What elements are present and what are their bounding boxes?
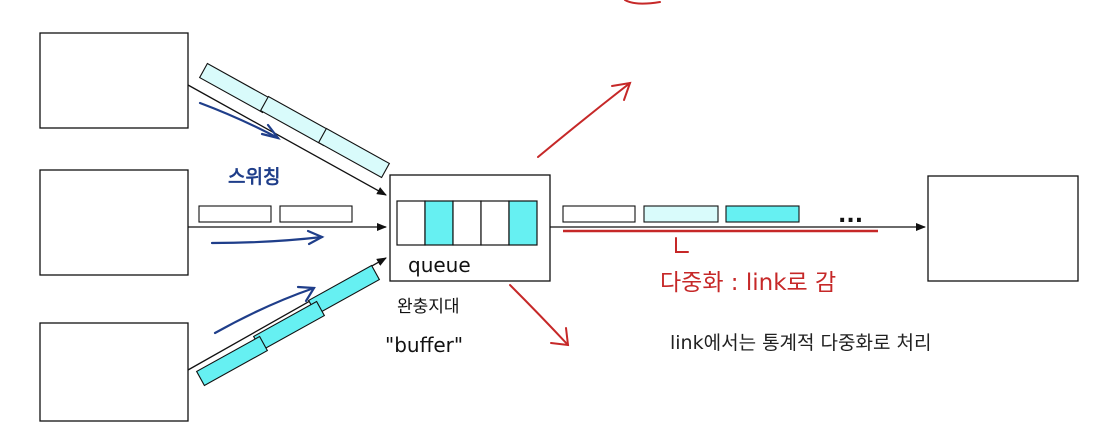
packet	[317, 127, 391, 179]
packet	[279, 205, 353, 223]
packet	[198, 62, 272, 114]
packets-top-link	[198, 62, 391, 179]
motion-arrow-middle	[210, 235, 324, 245]
packets-output-link	[562, 205, 800, 223]
queue-label: queue	[408, 253, 471, 277]
red-arrow-down-head	[550, 327, 570, 347]
red-arrow-down	[509, 284, 569, 346]
packet	[725, 205, 800, 223]
queue-slot	[424, 200, 454, 246]
host-box-middle	[39, 169, 189, 276]
buffer-label: "buffer"	[385, 333, 463, 357]
packets-bottom-link	[195, 264, 381, 387]
queue-slot	[480, 200, 510, 246]
switching-label: 스위칭	[228, 166, 280, 188]
red-top-edge-mark	[624, 0, 661, 5]
destination-box	[927, 175, 1079, 282]
packet	[562, 205, 636, 223]
motion-arrow-top	[198, 101, 280, 140]
queue-slot	[396, 200, 426, 246]
host-box-top	[39, 32, 189, 129]
packet	[195, 335, 269, 387]
host-box-bottom	[39, 322, 189, 422]
packet	[198, 205, 272, 223]
motion-arrow-top-head	[260, 123, 281, 140]
motion-arrow-middle-head	[306, 229, 325, 246]
ellipsis-label: ...	[838, 203, 863, 228]
buffer-korean-label: 완충지대	[397, 297, 460, 317]
queue	[396, 200, 538, 246]
queue-slot	[508, 200, 538, 246]
link-top	[187, 84, 387, 196]
red-arrow-short-down	[675, 237, 689, 253]
red-arrow-up	[537, 82, 631, 158]
packets-middle-link	[198, 205, 353, 223]
multiplexing-label: 다중화 : link로 감	[660, 270, 836, 296]
queue-slot	[452, 200, 482, 246]
packet	[643, 205, 719, 223]
red-arrow-up-head	[611, 81, 632, 101]
motion-arrow-bottom	[213, 286, 316, 335]
statistical-multiplexing-label: link에서는 통계적 다중화로 처리	[670, 332, 931, 354]
motion-arrow-bottom-head	[296, 285, 316, 303]
